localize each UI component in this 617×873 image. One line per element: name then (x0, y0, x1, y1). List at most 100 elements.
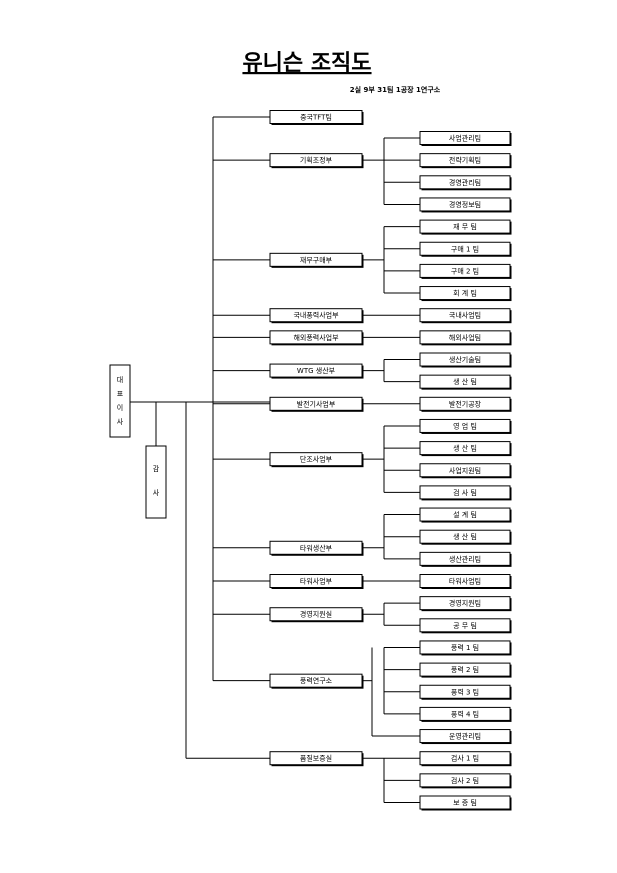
team-box: 구매 2 팀 (419, 263, 512, 279)
department-box-label: 중국TFT팀 (300, 114, 332, 122)
team-box-label: 타워사업팀 (449, 577, 481, 586)
department-box: 경영지원실 (269, 607, 364, 623)
team-box-label: 구매 2 팀 (451, 267, 479, 275)
team-box: 운영관리팀 (419, 729, 512, 745)
team-box-label: 풍력 4 팀 (451, 710, 479, 718)
team-box: 해외사업팀 (419, 330, 512, 346)
department-box: 단조사업부 (269, 452, 364, 468)
team-box: 풍력 1 팀 (419, 640, 512, 656)
team-box: 풍력 4 팀 (419, 706, 512, 722)
team-box-label: 발전기공장 (449, 399, 482, 408)
team-box: 생 산 팀 (419, 529, 512, 545)
department-box-label: 기획조정부 (300, 156, 333, 165)
team-box-label: 사업관리팀 (449, 134, 481, 143)
team-box: 구매 1 팀 (419, 241, 512, 257)
department-box: 기획조정부 (269, 153, 364, 169)
team-box: 검사 1 팀 (419, 751, 512, 767)
department-box-label: 타워생산부 (300, 543, 333, 552)
team-box: 사업관리팀 (419, 131, 512, 146)
team-box-label: 영 업 팀 (453, 421, 477, 430)
department-box-label: 발전기사업부 (297, 399, 336, 408)
org-nodes: 대표이사감사중국TFT팀기획조정부사업관리팀전략기획팀경영관리팀경영정보팀재무구… (109, 110, 512, 811)
team-box-label: 국내사업팀 (449, 311, 481, 320)
team-box-label: 검 사 팀 (453, 488, 477, 497)
chart-title: 유니슨 조직도 (242, 51, 371, 76)
department-box: 발전기사업부 (269, 396, 364, 412)
team-box: 경영정보팀 (419, 197, 512, 213)
department-box: 국내풍력사업부 (269, 308, 364, 324)
team-box-label: 풍력 1 팀 (451, 644, 479, 652)
team-box: 보 증 팀 (419, 795, 512, 811)
team-box: 검사 2 팀 (419, 773, 512, 789)
root-char: 표 (117, 390, 124, 398)
team-box-label: 구매 1 팀 (451, 245, 479, 253)
root-char: 이 (117, 403, 123, 412)
team-box: 전략기획팀 (419, 153, 512, 169)
team-box-label: 생 산 팀 (453, 444, 477, 453)
department-box-label: 국내풍력사업부 (293, 311, 339, 320)
department-box: WTG 생산부 (269, 363, 364, 379)
auditor-box: 감사 (145, 445, 167, 519)
team-box: 재 무 팀 (419, 219, 512, 235)
root-char: 대 (117, 376, 123, 384)
department-box: 해외풍력사업부 (269, 330, 364, 346)
team-box: 공 무 팀 (419, 618, 512, 634)
department-box-label: 재무구매부 (300, 256, 333, 264)
team-box-label: 풍력 2 팀 (451, 666, 479, 674)
team-box-label: 사업지원팀 (449, 466, 481, 475)
root-char: 사 (117, 417, 124, 426)
team-box-label: 생산관리팀 (449, 554, 481, 563)
team-box: 생 산 팀 (419, 374, 512, 390)
team-box: 검 사 팀 (419, 485, 512, 501)
team-box-label: 운영관리팀 (449, 732, 481, 741)
team-box-label: 재 무 팀 (453, 223, 477, 231)
team-box: 타워사업팀 (419, 574, 512, 589)
chart-subtitle: 2실 9부 31팀 1공장 1연구소 (350, 85, 441, 94)
department-box: 중국TFT팀 (269, 110, 364, 125)
department-box-label: 풍력연구소 (300, 677, 333, 685)
team-box-label: 검사 2 팀 (451, 776, 479, 785)
team-box-label: 풍력 3 팀 (451, 688, 479, 696)
department-box-label: 품질보증실 (300, 754, 332, 763)
team-box: 풍력 2 팀 (419, 662, 512, 678)
team-box-label: 생 산 팀 (453, 377, 477, 386)
department-box-label: 경영지원실 (300, 610, 332, 619)
team-box-label: 설 계 팀 (453, 510, 477, 519)
team-box: 발전기공장 (419, 396, 512, 412)
team-box-label: 경영관리팀 (449, 178, 481, 187)
team-box: 경영관리팀 (419, 175, 512, 191)
team-box: 사업지원팀 (419, 463, 512, 479)
auditor-char: 사 (153, 488, 160, 497)
team-box-label: 전략기획팀 (449, 156, 481, 165)
team-box-label: 경영정보팀 (449, 200, 481, 209)
team-box-label: 회 계 팀 (453, 289, 477, 298)
team-box: 생산관리팀 (419, 551, 512, 567)
team-box: 생산기술팀 (419, 352, 512, 368)
department-box: 타워사업부 (269, 574, 364, 589)
department-box: 타워생산부 (269, 540, 364, 556)
connector-lines (130, 116, 420, 803)
department-box-label: 타워사업부 (300, 577, 333, 586)
auditor-char: 감 (153, 465, 160, 473)
team-box-label: 생산기술팀 (449, 355, 481, 364)
team-box-label: 검사 1 팀 (451, 754, 479, 763)
team-box-label: 보 증 팀 (453, 799, 477, 807)
team-box: 설 계 팀 (419, 507, 512, 523)
department-box: 재무구매부 (269, 252, 364, 268)
team-box: 생 산 팀 (419, 441, 512, 457)
team-box-label: 공 무 팀 (453, 622, 477, 630)
department-box-label: WTG 생산부 (297, 366, 336, 375)
department-box: 품질보증실 (269, 751, 364, 767)
team-box-label: 해외사업팀 (449, 333, 481, 342)
team-box: 영 업 팀 (419, 418, 512, 434)
team-box-label: 경영지원팀 (449, 599, 481, 608)
team-box: 풍력 3 팀 (419, 684, 512, 700)
department-box-label: 단조사업부 (300, 455, 333, 464)
team-box-label: 생 산 팀 (453, 532, 477, 541)
department-box-label: 해외풍력사업부 (293, 333, 339, 342)
team-box: 국내사업팀 (419, 308, 512, 324)
department-box: 풍력연구소 (269, 673, 364, 689)
team-box: 경영지원팀 (419, 596, 512, 612)
